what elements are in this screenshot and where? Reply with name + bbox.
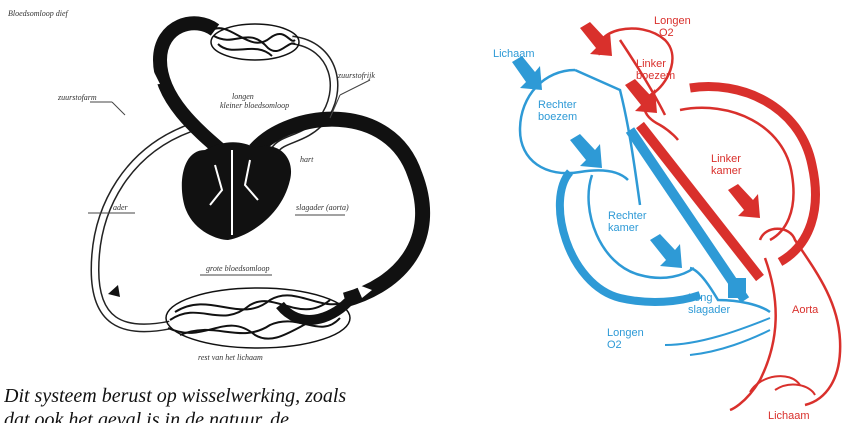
label-rechter-kamer-2: kamer	[608, 222, 639, 234]
left-ventricle-outer	[690, 87, 815, 262]
vein-outline-inner	[95, 128, 190, 328]
lung-capillaries	[211, 24, 299, 60]
aorta-outline	[760, 229, 840, 405]
label-linker-kamer-1: Linker	[711, 153, 741, 165]
label-slagader: slagader	[688, 304, 731, 316]
arrow-vein	[108, 285, 120, 297]
label-aorta: Aorta	[792, 304, 819, 316]
label-linker-kamer-2: kamer	[711, 165, 742, 177]
label-rechter-kamer-1: Rechter	[608, 210, 647, 222]
pulmonary-valve	[728, 278, 746, 298]
label-hart: hart	[300, 155, 314, 164]
label-longen-top: Longen	[654, 15, 691, 27]
caption-line-2: dat ook het geval is in de natuur, de	[4, 408, 434, 423]
label-linker-boezem-2: boezem	[636, 70, 675, 82]
heart	[182, 142, 291, 240]
arrow-lichaam-in	[512, 56, 542, 90]
label-zuurstofrijk: zuurstofrijk	[337, 71, 375, 80]
caption-line-1: Dit systeem berust op wisselwerking, zoa…	[4, 384, 434, 408]
label-kleiner: kleiner bloedsomloop	[220, 101, 289, 110]
right-ventricle-outer	[560, 172, 700, 302]
label-zuurstofarm: zuurstofarm	[57, 93, 97, 102]
blue-outflow	[665, 318, 770, 345]
arrow-linker-kamer	[728, 184, 760, 218]
label-ader: ader	[113, 203, 129, 212]
arrow-rechter-boezem	[570, 134, 602, 168]
left-title: Bloedsomloop dief	[8, 9, 70, 18]
label-o2-top: O2	[659, 27, 674, 39]
label-long: Long	[688, 292, 712, 304]
label-o2-bottom: O2	[607, 339, 622, 351]
arrow-longen-in	[580, 22, 612, 56]
body-artery-dark	[280, 302, 348, 320]
label-lichaam-bottom: Lichaam	[768, 410, 810, 422]
right-heart-diagram: Longen O2 Lichaam Linker boezem Rechter …	[493, 15, 840, 422]
label-rest: rest van het lichaam	[198, 353, 263, 362]
label-slagader: slagader (aorta)	[296, 203, 349, 212]
label-grote: grote bloedsomloop	[206, 264, 269, 273]
label-linker-boezem-1: Linker	[636, 58, 666, 70]
label-longen: longen	[232, 92, 254, 101]
label-lichaam-top: Lichaam	[493, 48, 535, 60]
left-circulation-diagram: Bloedsomloop dief longen kleiner bloedso…	[8, 9, 423, 362]
label-longen-bottom: Longen	[607, 327, 644, 339]
aorta-branch-2	[775, 385, 815, 395]
arrow-linker-boezem	[625, 79, 657, 113]
label-rechter-boezem-1: Rechter	[538, 99, 577, 111]
label-rechter-boezem-2: boezem	[538, 111, 577, 123]
arrow-rechter-kamer	[650, 234, 682, 268]
